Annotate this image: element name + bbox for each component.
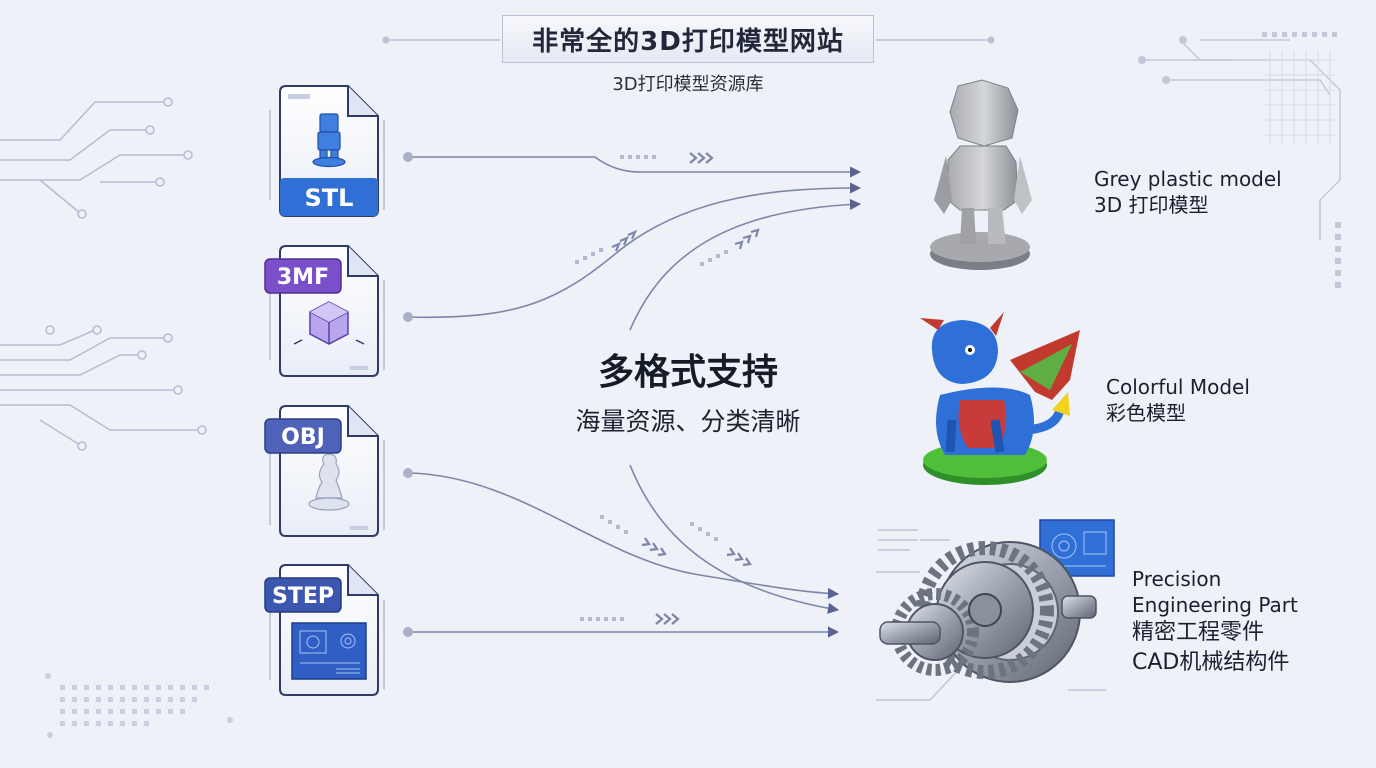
grid-decoration-right [1265, 50, 1335, 145]
colorful-model-label-cn: 彩色模型 [1106, 401, 1186, 425]
3mf-label: 3MF [277, 265, 329, 290]
center-subheading: 海量资源、分类清晰 [575, 407, 801, 436]
step-tag: STEP [264, 577, 342, 613]
blueprint-icon [291, 622, 367, 680]
stl-file-icon: STL [279, 85, 379, 217]
engineering-label-line1: Precision [1132, 567, 1222, 591]
dotted-motion-marks [575, 155, 728, 621]
engineering-part-label: Precision Engineering Part 精密工程零件 CAD机械结… [1132, 566, 1298, 678]
circuit-nodes-left [45, 97, 207, 451]
doc-side-ticks [269, 110, 385, 690]
circuit-decoration-left [0, 101, 200, 446]
engineering-gear-part-image [876, 519, 1115, 701]
obj-label: OBJ [281, 425, 325, 450]
obj-tag: OBJ [264, 418, 342, 454]
colorful-model-label-en: Colorful Model [1106, 375, 1250, 399]
dot-grid-decoration [45, 673, 233, 738]
grey-model-label-cn: 3D 打印模型 [1094, 193, 1209, 217]
center-heading: 多格式支持 [597, 352, 778, 393]
page-title: 非常全的3D打印模型网站 [532, 26, 844, 57]
flow-lines [407, 156, 862, 638]
3mf-tag: 3MF [264, 258, 342, 294]
chevron-decorations [611, 152, 760, 625]
grey-model-label-en: Grey plastic model [1094, 167, 1282, 191]
grey-plastic-model-image [930, 79, 1032, 270]
cube-icon [293, 301, 365, 345]
flow-line-start-dots [403, 152, 413, 637]
engineering-label-line3: 精密工程零件 [1132, 620, 1265, 645]
colorful-dragon-image [920, 312, 1080, 485]
blue-figurine-icon [312, 113, 346, 168]
engineering-label-line2: Engineering Part [1132, 593, 1298, 617]
grey-model-label: Grey plastic model 3D 打印模型 [1094, 166, 1282, 218]
step-label: STEP [272, 584, 334, 609]
engineering-label-line4: CAD机械结构件 [1132, 650, 1290, 675]
stl-label: STL [305, 184, 354, 212]
page-title-box: 非常全的3D打印模型网站 [502, 15, 874, 63]
page-subtitle: 3D打印模型资源库 [612, 74, 764, 95]
colorful-model-label: Colorful Model 彩色模型 [1106, 374, 1250, 426]
dot-column-right [1138, 32, 1341, 288]
chess-piece-icon [308, 453, 350, 511]
